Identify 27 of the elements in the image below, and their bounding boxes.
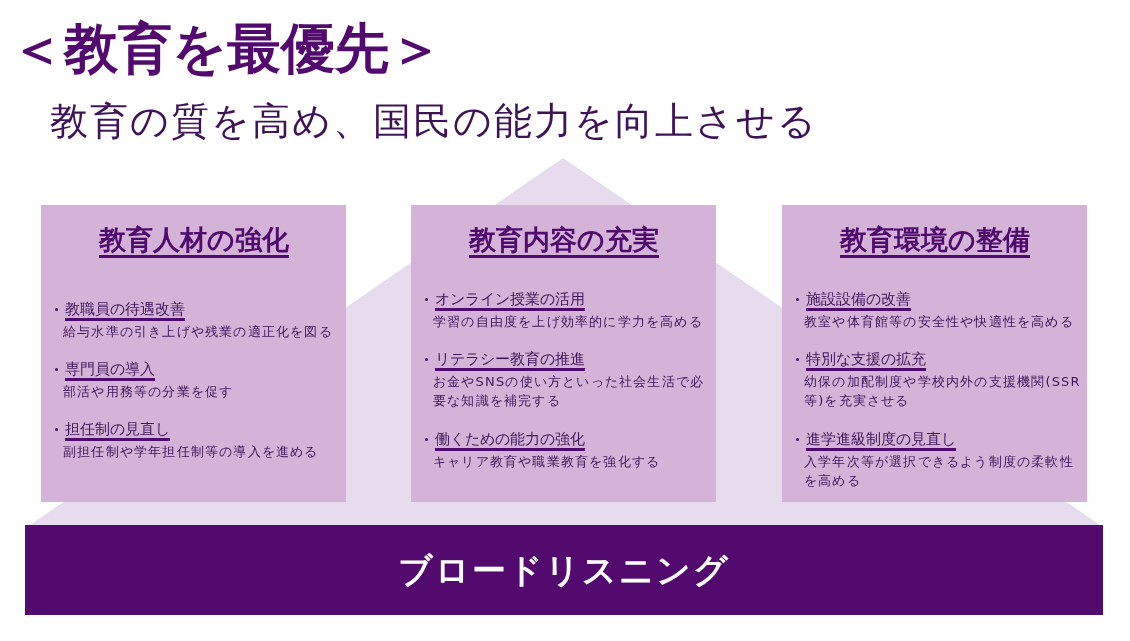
item-title: 働くための能力の強化: [435, 430, 585, 451]
item-title: リテラシー教育の推進: [435, 350, 585, 371]
item-title: 進学進級制度の見直し: [806, 430, 956, 451]
item-description: 部活や用務等の分業を促す: [63, 383, 235, 401]
item-description: 給与水準の引き上げや残業の適正化を図る: [63, 323, 334, 341]
item-description: 幼保の加配制度や学校内外の支援機関(SSR等)を充実させる: [804, 373, 1082, 410]
foundation-bar: ブロードリスニング: [25, 525, 1103, 615]
item-title: 教職員の待遇改善: [65, 300, 185, 321]
pillar-heading: 教育人材の強化: [98, 224, 289, 258]
item-title: 担任制の見直し: [65, 420, 170, 441]
item-description: 教室や体育館等の安全性や快適性を高める: [804, 313, 1075, 331]
item-description: 入学年次等が選択できるよう制度の柔軟性を高める: [804, 453, 1075, 490]
item-description: 副担任制や学年担任制等の導入を進める: [63, 443, 320, 461]
item-title: 施設設備の改善: [806, 290, 911, 311]
item-description: お金やSNSの使い方といった社会生活で必要な知識を補完する: [433, 373, 706, 410]
item-title: 専門員の導入: [65, 360, 155, 381]
pillar-box: [411, 205, 716, 502]
item-description: キャリア教育や職業教育を強化する: [433, 453, 662, 471]
pillar-heading: 教育環境の整備: [839, 224, 1030, 258]
item-title: オンライン授業の活用: [435, 290, 585, 311]
item-title: 特別な支援の拡充: [806, 350, 926, 371]
subtitle: 教育の質を高め、国民の能力を向上させる: [50, 98, 818, 145]
pillar-box: [782, 205, 1087, 502]
page-title: ＜教育を最優先＞: [10, 16, 443, 82]
pillar-box: [41, 205, 346, 502]
pillar-heading: 教育内容の充実: [468, 224, 659, 258]
item-description: 学習の自由度を上げ効率的に学力を高める: [433, 313, 704, 331]
